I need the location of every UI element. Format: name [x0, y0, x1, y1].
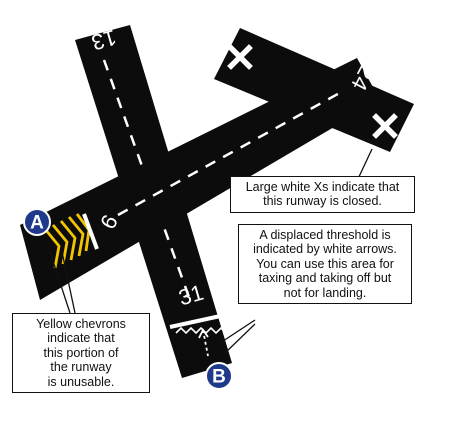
threshold-bar-31 — [169, 313, 226, 329]
callout-chevrons-line: Yellow chevrons — [36, 317, 126, 331]
callout-closed-line: Large white Xs indicate that — [245, 180, 400, 194]
runway-6-24 — [20, 58, 380, 300]
callout-closed-runway: Large white Xs indicate that this runway… — [230, 176, 415, 213]
displaced-threshold-arrows — [198, 328, 209, 357]
callout-displaced-line: A displaced threshold is — [259, 228, 391, 242]
callout-displaced-threshold: A displaced threshold is indicated by wh… — [238, 224, 412, 304]
threshold-bar-6 — [82, 213, 99, 250]
closed-x-mark — [372, 113, 398, 139]
marker-a: A — [23, 208, 51, 236]
callout-displaced-line: taxing and taking off but — [258, 271, 392, 286]
callout-chevrons-line: this portion of — [43, 345, 119, 360]
callout-closed-line: this runway is closed. — [263, 194, 382, 209]
marker-b-label: B — [212, 367, 226, 388]
runway-6-24-pavement — [20, 58, 380, 300]
threshold-zigzag — [175, 326, 227, 335]
callout-chevrons-line: is unusable. — [47, 374, 115, 389]
runway-6-24-centerline — [117, 88, 346, 217]
callout-chevrons-line: indicate that — [47, 331, 115, 346]
callout-displaced-line: You can use this area for — [256, 256, 394, 271]
callout-chevrons-line: the runway — [50, 360, 112, 375]
closed-x-mark — [227, 44, 253, 70]
callout-yellow-chevrons: Yellow chevrons indicate that this porti… — [12, 313, 150, 393]
marker-b: B — [205, 362, 233, 390]
marker-a-label: A — [30, 213, 44, 234]
callout-displaced-line: not for landing. — [283, 285, 367, 300]
callout-displaced-line: indicated by white arrows. — [253, 242, 397, 257]
